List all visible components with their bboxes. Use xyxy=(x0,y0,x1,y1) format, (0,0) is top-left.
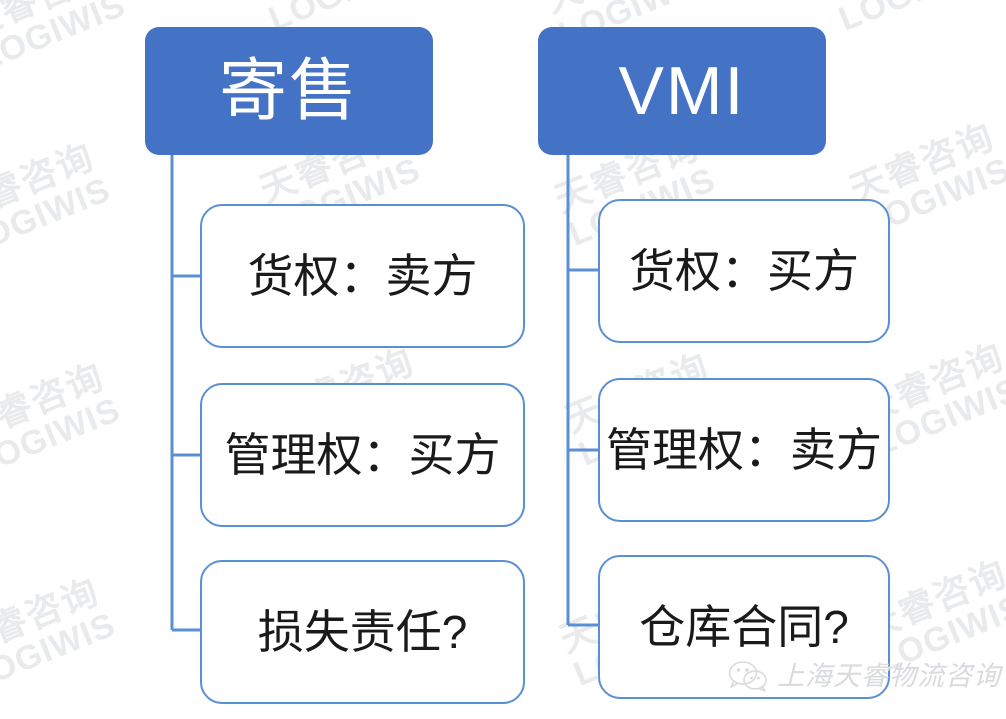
child-node-vmi-1[interactable]: 货权：买方 xyxy=(598,199,890,343)
child-node-consignment-2[interactable]: 管理权：买方 xyxy=(200,383,525,527)
child-node-vmi-3[interactable]: 仓库合同? xyxy=(598,555,890,699)
connector-group-consignment xyxy=(170,155,200,632)
watermark-cn: 天睿咨询 xyxy=(0,570,106,666)
watermark-cn: 天睿咨询 xyxy=(0,0,117,45)
child-node-label: 货权：卖方 xyxy=(247,250,478,302)
attribution-text: 上海天睿物流咨询 xyxy=(777,660,1001,691)
wechat-icon xyxy=(728,661,767,692)
connector-group-vmi xyxy=(566,155,598,627)
root-node-vmi[interactable]: VMI xyxy=(538,27,826,155)
watermark-en: LOGIWIS xyxy=(0,605,121,699)
root-node-consignment[interactable]: 寄售 xyxy=(145,27,433,155)
child-node-label: 货权：买方 xyxy=(629,245,859,297)
watermark-en: LOGIWIS xyxy=(0,0,131,79)
watermark-tile: 天睿咨询 LOGIWIS xyxy=(0,0,131,79)
root-node-label: 寄售 xyxy=(218,53,359,129)
child-node-label: 损失责任? xyxy=(257,606,468,658)
child-node-consignment-1[interactable]: 货权：卖方 xyxy=(200,204,525,348)
watermark-en: LOGIWIS xyxy=(0,170,116,264)
watermark-tile: 天睿咨询 LOGIWIS xyxy=(0,570,121,699)
attribution: 上海天睿物流咨询 xyxy=(728,660,1001,692)
watermark-cn: 天睿咨询 xyxy=(0,355,111,451)
watermark-en: LOGIWIS xyxy=(833,0,990,39)
watermark-cn: 天睿咨询 xyxy=(819,0,977,5)
child-node-label: 管理权：卖方 xyxy=(606,424,882,476)
watermark-en: LOGIWIS xyxy=(0,390,126,484)
root-node-label: VMI xyxy=(618,53,746,129)
child-node-consignment-3[interactable]: 损失责任? xyxy=(200,560,525,704)
child-node-label: 管理权：买方 xyxy=(224,429,501,481)
watermark-cn: 天睿咨询 xyxy=(539,0,697,20)
watermark-cn: 天睿咨询 xyxy=(843,115,1001,211)
child-node-label: 仓库合同? xyxy=(639,601,849,653)
watermark-cn: 天睿咨询 xyxy=(249,0,407,5)
child-node-vmi-2[interactable]: 管理权：卖方 xyxy=(598,378,890,522)
watermark-tile: 天睿咨询 LOGIWIS xyxy=(0,355,126,484)
watermark-cn: 天睿咨询 xyxy=(0,135,101,231)
watermark-tile: 天睿咨询 LOGIWIS xyxy=(0,135,116,264)
watermark-tile: 天睿咨询 LOGIWIS xyxy=(819,0,991,39)
